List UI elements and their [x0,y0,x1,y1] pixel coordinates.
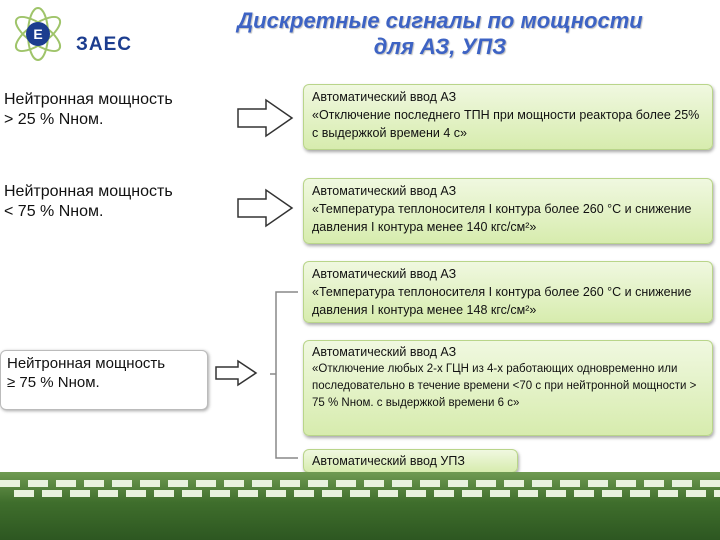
checker-tile [28,480,48,487]
action-5-head: Автоматический ввод УПЗ [312,454,465,468]
checker-tile [266,490,286,497]
checker-tile [98,490,118,497]
checker-tile [616,480,636,487]
checker-tile [504,480,524,487]
right-arrow-icon [237,98,294,138]
checker-tile [364,480,384,487]
checker-tile [140,480,160,487]
checker-tile [448,480,468,487]
checker-tile [294,490,314,497]
checker-tile [56,480,76,487]
action-4-head: Автоматический ввод АЗ [312,345,457,359]
checker-tile [196,480,216,487]
checker-tile [490,490,510,497]
checker-tile [182,490,202,497]
checker-tile [14,490,34,497]
action-3-head: Автоматический ввод АЗ [312,267,457,281]
checker-tile [392,480,412,487]
company-logo: Е ЗАЕС [6,4,136,64]
action-1-head: Автоматический ввод АЗ [312,90,457,104]
checker-tile [462,490,482,497]
checker-tile [658,490,678,497]
decorative-footer-strip [0,472,720,540]
checker-tile [476,480,496,487]
checker-tile [588,480,608,487]
checker-tile [322,490,342,497]
title-line-2: для АЗ, УПЗ [373,34,507,59]
checker-tile [252,480,272,487]
title-line-1: Дискретные сигналы по мощности [237,8,643,33]
condition-2-line-2: < 75 % Nном. [4,203,104,220]
checker-pattern [0,480,720,504]
logo-atom-icon: Е [14,7,62,61]
checker-tile [308,480,328,487]
checker-tile [84,480,104,487]
checker-tile [630,490,650,497]
action-1-body: «Отключение последнего ТПН при мощности … [312,108,700,140]
checker-tile [406,490,426,497]
checker-tile [154,490,174,497]
checker-tile [700,480,720,487]
right-arrow-icon [237,188,294,228]
action-3-body: «Температура теплоносителя I контура бол… [312,285,692,317]
checker-tile [280,480,300,487]
action-box-4: Автоматический ввод АЗ «Отключение любых… [303,340,713,436]
condition-1-line-2: > 25 % Nном. [4,111,104,128]
checker-tile [518,490,538,497]
checker-tile [0,480,20,487]
condition-2-line-1: Нейтронная мощность [4,183,173,200]
action-box-5: Автоматический ввод УПЗ [303,449,518,473]
checker-tile [420,480,440,487]
checker-tile [546,490,566,497]
action-4-body: «Отключение любых 2-х ГЦН из 4-х работаю… [312,363,697,409]
checker-tile [168,480,188,487]
checker-tile [42,490,62,497]
checker-tile [532,480,552,487]
action-2-body: «Температура теплоносителя I контура бол… [312,202,692,234]
checker-tile [434,490,454,497]
condition-3-line-2: ≥ 75 % Nном. [7,374,100,391]
checker-tile [70,490,90,497]
checker-tile [336,480,356,487]
condition-box-2: Нейтронная мощность < 75 % Nном. [0,178,208,234]
checker-tile [126,490,146,497]
logo-text: ЗАЕС [76,34,133,55]
action-box-3: Автоматический ввод АЗ «Температура тепл… [303,261,713,323]
checker-tile [714,490,720,497]
checker-tile [378,490,398,497]
checker-tile [672,480,692,487]
checker-tile [210,490,230,497]
condition-box-3: Нейтронная мощность ≥ 75 % Nном. [0,350,208,410]
checker-tile [560,480,580,487]
checker-tile [602,490,622,497]
right-arrow-icon [215,359,258,387]
page-title: Дискретные сигналы по мощности для АЗ, У… [190,8,690,60]
checker-tile [238,490,258,497]
bracket-connector [270,291,298,459]
checker-tile [112,480,132,487]
checker-tile [574,490,594,497]
condition-box-1: Нейтронная мощность > 25 % Nном. [0,86,208,142]
checker-tile [644,480,664,487]
checker-tile [350,490,370,497]
condition-1-line-1: Нейтронная мощность [4,91,173,108]
action-box-2: Автоматический ввод АЗ «Температура тепл… [303,178,713,244]
action-2-head: Автоматический ввод АЗ [312,184,457,198]
action-box-1: Автоматический ввод АЗ «Отключение после… [303,84,713,150]
svg-text:Е: Е [33,26,42,42]
checker-tile [686,490,706,497]
checker-tile [224,480,244,487]
condition-3-line-1: Нейтронная мощность [7,355,166,372]
